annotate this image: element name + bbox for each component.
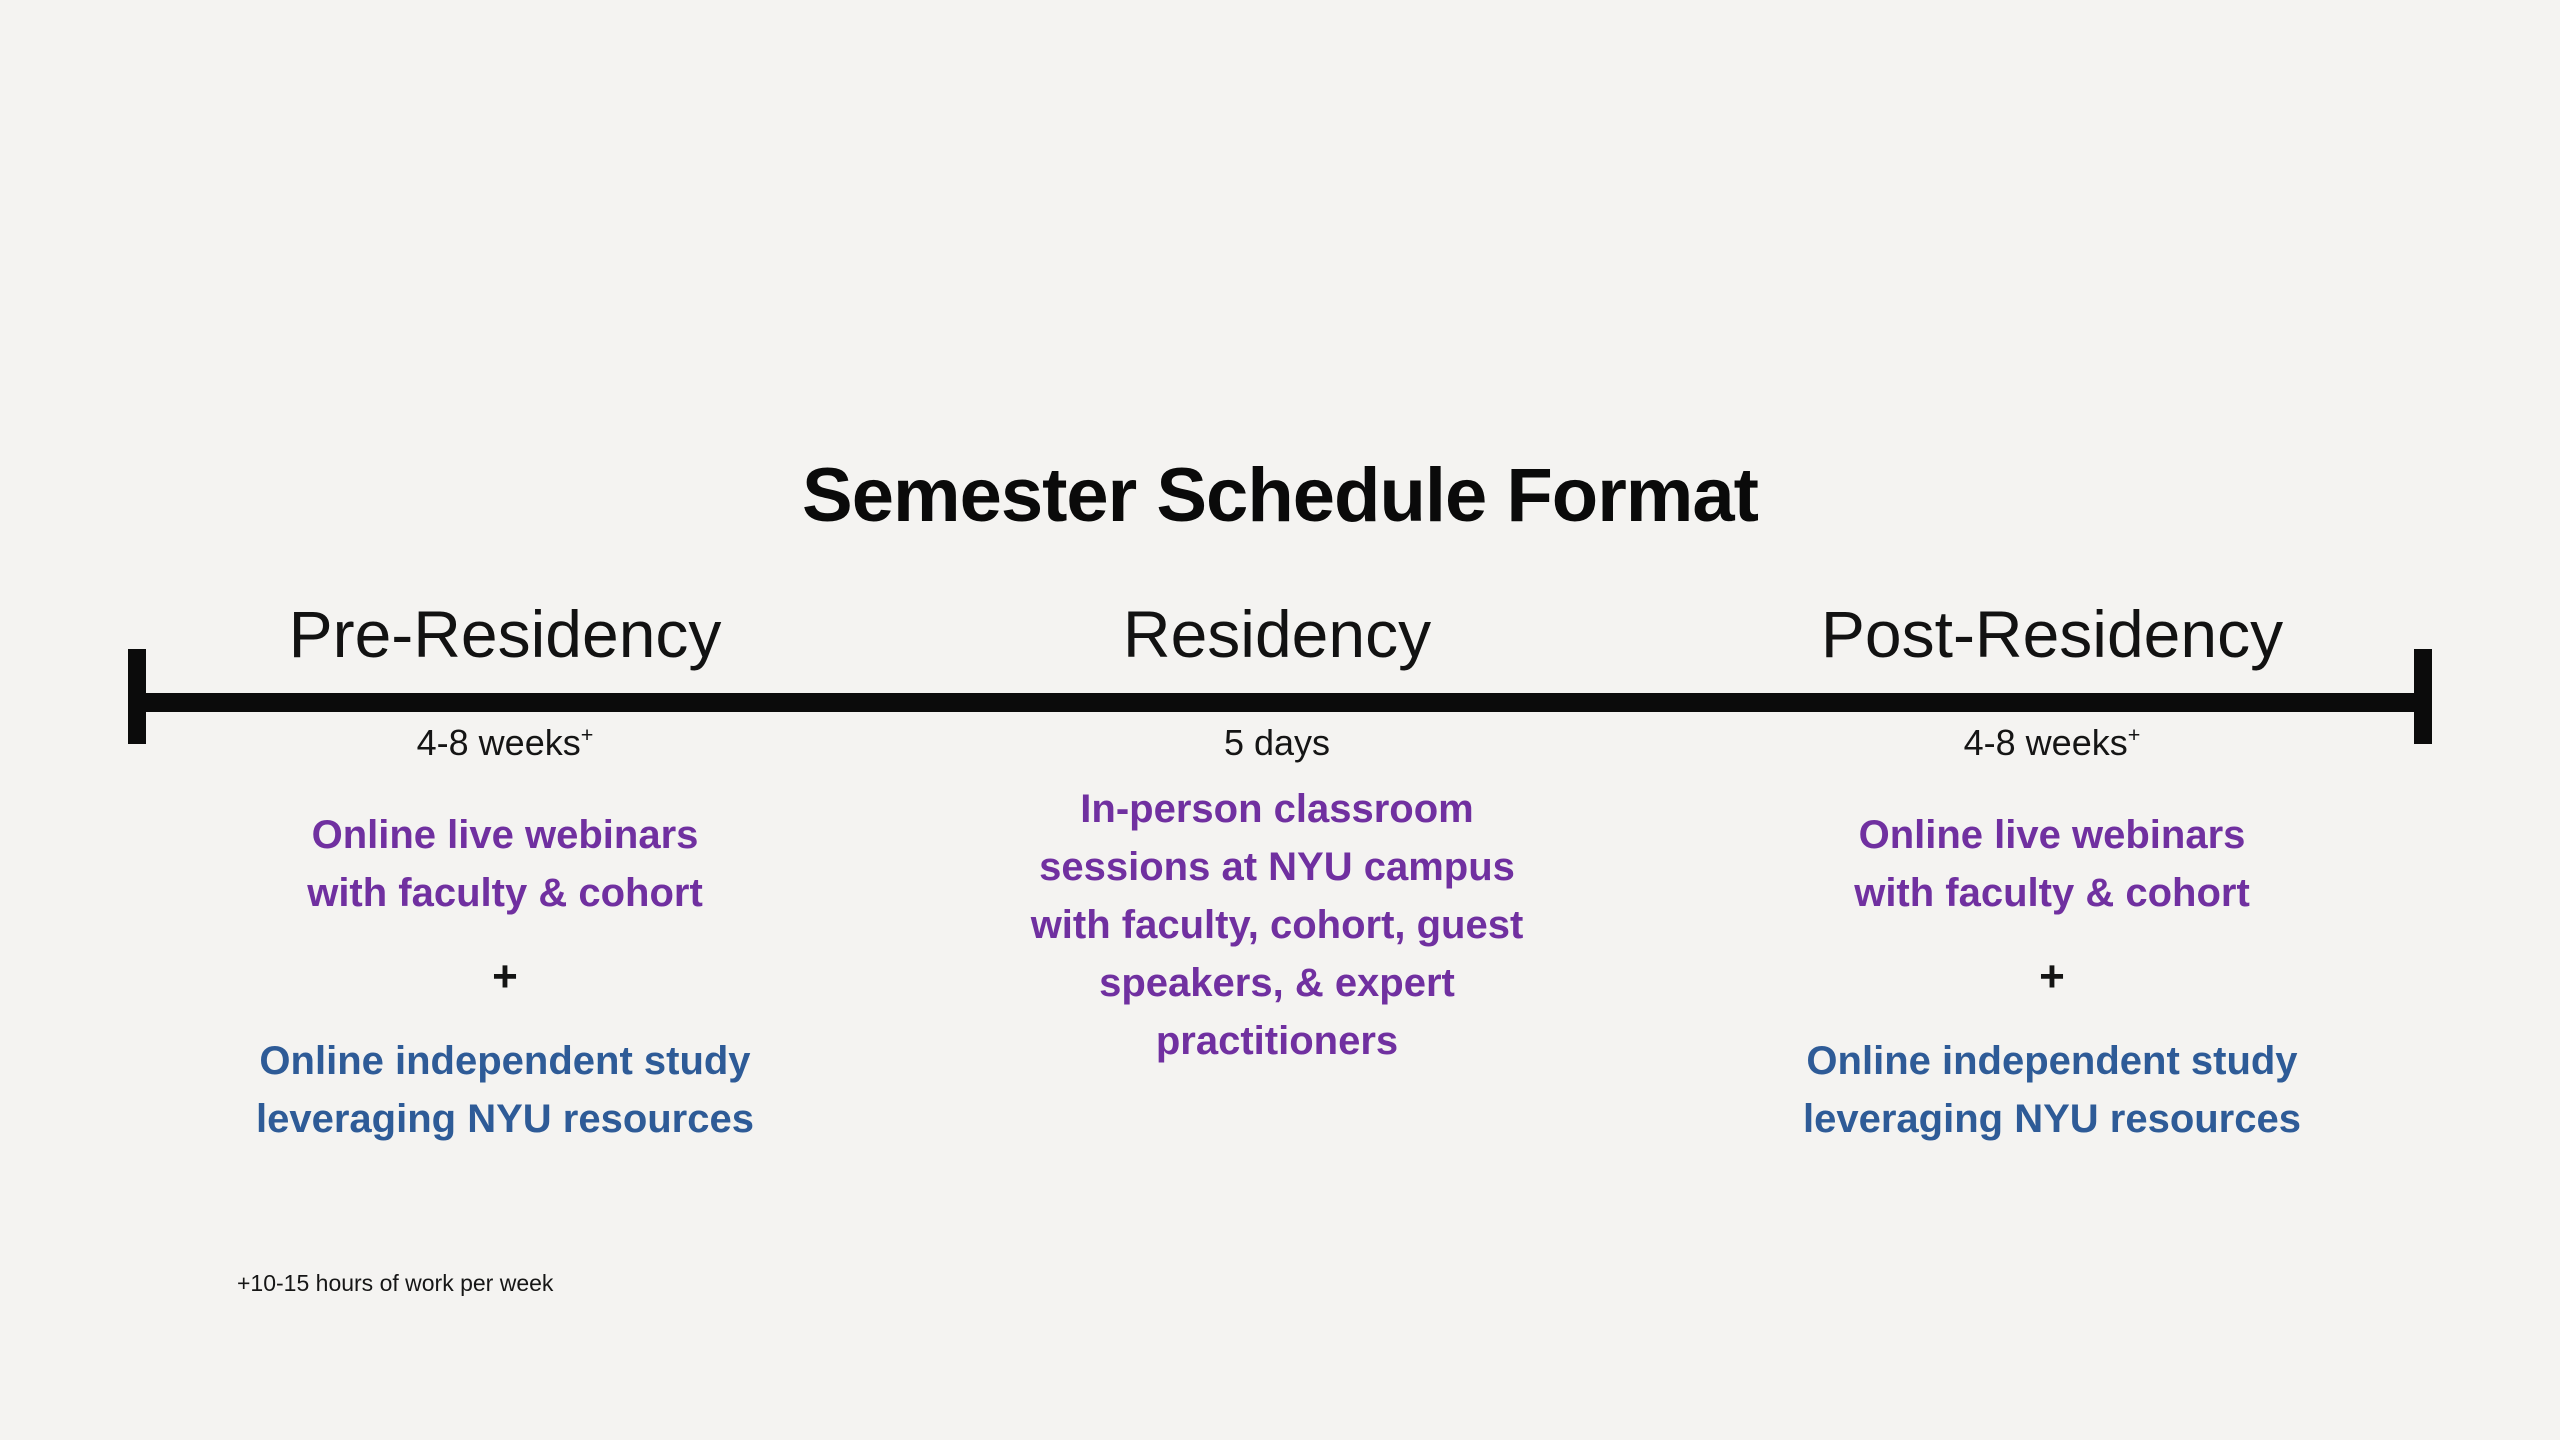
- timeline-bar: [128, 693, 2432, 712]
- text-line: Online live webinars: [311, 813, 699, 857]
- text-line: with faculty & cohort: [307, 871, 703, 915]
- slide-title: Semester Schedule Format: [802, 453, 1759, 538]
- timeline-start-cap: [128, 649, 146, 744]
- duration-text: 5 days: [1223, 722, 1331, 763]
- footnote: +10-15 hours of work per week: [237, 1270, 554, 1296]
- duration-post-residency: 4-8 weeks+: [1702, 722, 2402, 764]
- phase-label-residency: Residency: [1122, 597, 1432, 671]
- post-residency-plus-separator: +: [2039, 952, 2065, 1001]
- text-line: speakers, & expert: [1099, 961, 1455, 1005]
- text-line: Online independent study: [1806, 1039, 2298, 1083]
- duration-pre-residency: 4-8 weeks+: [155, 722, 855, 764]
- duration-footnote-marker: +: [580, 722, 594, 747]
- text-line: with faculty & cohort: [1854, 871, 2250, 915]
- duration-text: 4-8 weeks: [1963, 722, 2128, 763]
- text-line: Online live webinars: [1858, 813, 2246, 857]
- phase-label-pre-residency: Pre-Residency: [288, 597, 722, 671]
- residency-sessions-text: In-person classroom sessions at NYU camp…: [927, 780, 1627, 1070]
- text-line: Online independent study: [259, 1039, 751, 1083]
- text-line: leveraging NYU resources: [1803, 1097, 2301, 1141]
- duration-footnote-marker: +: [2127, 722, 2141, 747]
- pre-residency-plus-separator: +: [492, 952, 518, 1001]
- duration-residency: 5 days: [927, 722, 1627, 764]
- text-line: sessions at NYU campus: [1039, 845, 1515, 889]
- pre-residency-webinars-text: Online live webinars with faculty & coho…: [155, 806, 855, 922]
- text-line: leveraging NYU resources: [256, 1097, 754, 1141]
- text-line: with faculty, cohort, guest: [1030, 903, 1524, 947]
- text-line: In-person classroom: [1080, 787, 1474, 831]
- phase-label-post-residency: Post-Residency: [1820, 597, 2284, 671]
- pre-residency-independent-study-text: Online independent study leveraging NYU …: [155, 1032, 855, 1148]
- post-residency-webinars-text: Online live webinars with faculty & coho…: [1702, 806, 2402, 922]
- text-line: practitioners: [1155, 1019, 1399, 1063]
- timeline-end-cap: [2414, 649, 2432, 744]
- post-residency-independent-study-text: Online independent study leveraging NYU …: [1702, 1032, 2402, 1148]
- duration-text: 4-8 weeks: [416, 722, 581, 763]
